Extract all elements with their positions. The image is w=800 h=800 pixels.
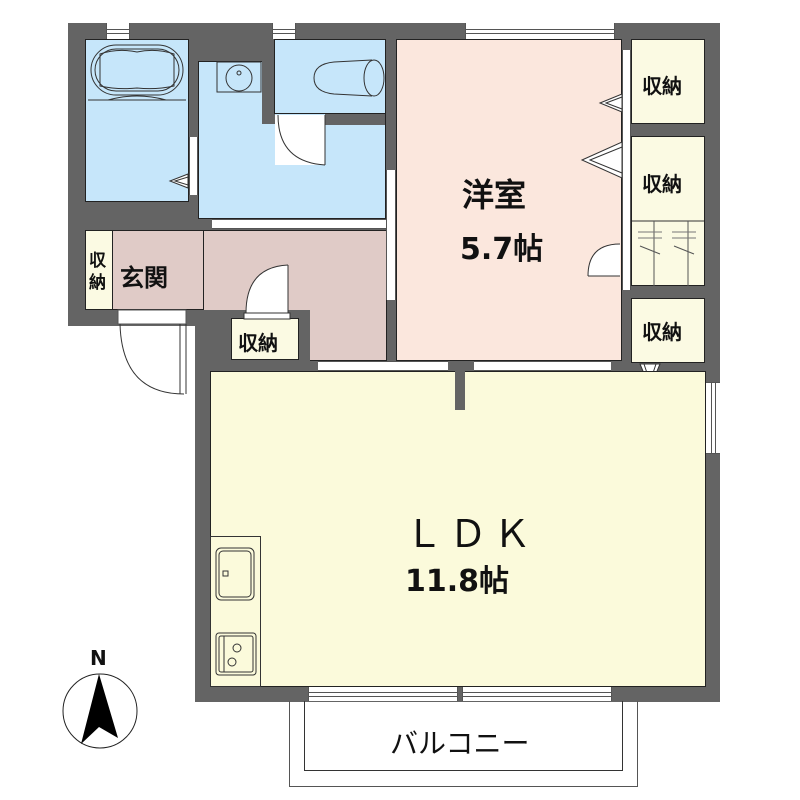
- hall-storage-door-icon: [243, 264, 291, 320]
- closet-bottom-label: 収納: [642, 320, 682, 344]
- bath-wash-opening: [189, 137, 198, 195]
- compass-north-label: N: [90, 646, 107, 670]
- closet-bottom: [631, 298, 705, 363]
- closet-middle-label: 収納: [642, 172, 682, 196]
- bathtub-icon: [88, 44, 186, 101]
- closet-top: [631, 39, 705, 124]
- ldk-side-window: [706, 382, 720, 454]
- toilet-window: [272, 23, 296, 39]
- entrance-storage-label-1: 収: [89, 251, 106, 271]
- balcony-outer: [289, 701, 638, 787]
- north-arrow-icon: [62, 673, 138, 749]
- ldk-label: ＬＤＫ: [405, 512, 538, 556]
- balcony-label: バルコニー: [390, 727, 530, 760]
- wall-wash-toilet: [262, 39, 275, 124]
- hall-door-opening: [318, 361, 448, 371]
- wall-stub-ldk: [455, 365, 465, 410]
- bathroom: [85, 39, 189, 202]
- balcony-window-left: [308, 687, 458, 701]
- balcony-inner: [304, 701, 623, 771]
- washroom-door-opening: [212, 219, 388, 229]
- hall-storage: [231, 318, 299, 360]
- bath-door-icon: [168, 173, 189, 189]
- closet-door-top-icon: [598, 93, 623, 113]
- toilet-door-swing-icon: [275, 114, 326, 166]
- entrance-storage: [85, 230, 113, 310]
- western-room-label: 洋室: [462, 176, 527, 214]
- hall-storage-label: 収納: [238, 331, 278, 355]
- western-room-door-icon: [587, 243, 621, 277]
- washbasin-icon: [216, 61, 262, 93]
- western-closet-opening: [622, 50, 631, 290]
- wall-toilet-bottom: [325, 112, 385, 125]
- entrance-door-icon: [117, 309, 187, 395]
- closet-door-middle-icon: [580, 141, 623, 179]
- closet-top-label: 収納: [642, 74, 682, 98]
- toilet-room: [274, 39, 386, 114]
- entrance-storage-label-2: 納: [89, 273, 106, 293]
- western-room-window: [465, 23, 615, 39]
- ldk-size: 11.8帖: [405, 564, 510, 599]
- closet-middle: [631, 136, 705, 286]
- bath-window: [106, 23, 130, 39]
- toilet-icon: [313, 59, 385, 97]
- western-room-size: 5.7帖: [460, 232, 544, 267]
- closet-hanger-rod-icon: [632, 220, 704, 286]
- western-hall-opening: [386, 170, 396, 300]
- balcony-window-right: [462, 687, 612, 701]
- western-room: [396, 39, 622, 361]
- ldk-room: [210, 371, 706, 687]
- kitchen-counter-icon: [210, 536, 261, 687]
- entrance-label: 玄関: [120, 264, 168, 292]
- western-room-door-opening: [474, 361, 611, 371]
